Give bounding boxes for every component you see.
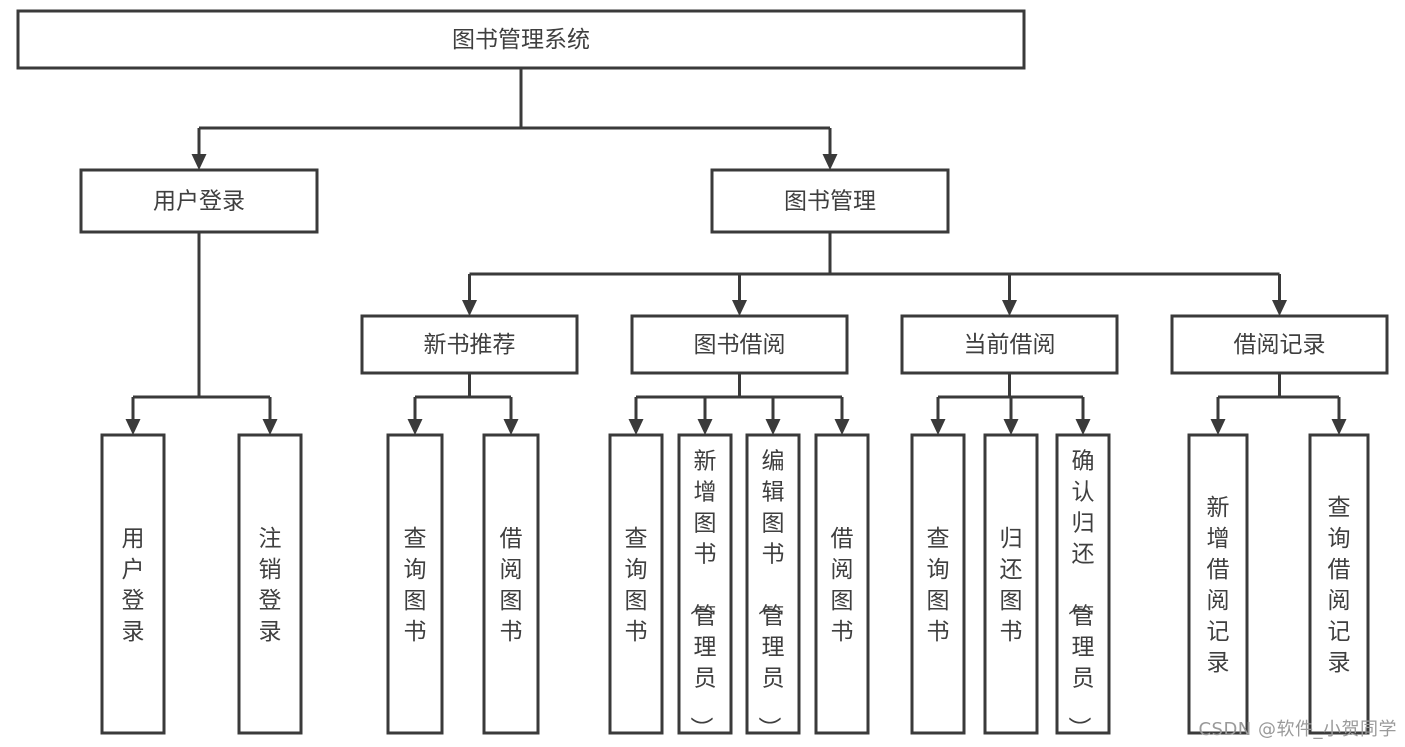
node-label-leaf-return-book: 归还图书 [1000,526,1023,645]
node-box-leaf-edit-book[interactable] [745,433,801,735]
node-new-book-rec[interactable]: 新书推荐 [360,314,579,375]
node-borrow-record[interactable]: 借阅记录 [1170,314,1389,375]
node-box-book-borrow[interactable] [630,314,849,375]
node-leaf-add-record[interactable]: 新增借阅记录 [1187,433,1249,735]
node-box-leaf-logout[interactable] [237,433,303,735]
node-label-leaf-query-book-3: 查询图书 [927,526,950,645]
node-box-current-borrow[interactable] [900,314,1119,375]
node-label-leaf-borrow-book-1: 借阅图书 [500,526,523,645]
node-leaf-return-book[interactable]: 归还图书 [983,433,1039,735]
node-leaf-query-book-1[interactable]: 查询图书 [386,433,444,735]
node-label-borrow-record: 借阅记录 [1234,332,1326,358]
node-leaf-edit-book[interactable]: 编辑图书（管理员） [745,433,801,740]
node-user-login[interactable]: 用户登录 [79,168,319,234]
node-label-leaf-user-login: 用户登录 [122,526,145,645]
node-label-current-borrow: 当前借阅 [964,332,1056,358]
node-box-leaf-borrow-book-2[interactable] [814,433,870,735]
node-label-leaf-add-record: 新增借阅记录 [1207,495,1230,676]
node-label-new-book-rec: 新书推荐 [424,332,516,358]
node-box-leaf-user-login[interactable] [100,433,166,735]
node-leaf-query-book-3[interactable]: 查询图书 [910,433,966,735]
node-label-leaf-add-book: 新增图书（管理员） [688,449,717,740]
node-label-leaf-borrow-book-2: 借阅图书 [831,526,854,645]
node-leaf-query-book-2[interactable]: 查询图书 [608,433,664,735]
node-label-leaf-edit-book: 编辑图书（管理员） [756,449,785,740]
node-box-leaf-query-book-2[interactable] [608,433,664,735]
connector-group-current-borrow [930,373,1091,435]
node-leaf-logout[interactable]: 注销登录 [237,433,303,735]
node-leaf-borrow-book-2[interactable]: 借阅图书 [814,433,870,735]
connector-group-borrow-record [1210,373,1347,435]
node-box-leaf-add-book[interactable] [677,433,733,735]
node-leaf-user-login[interactable]: 用户登录 [100,433,166,735]
node-box-leaf-query-book-3[interactable] [910,433,966,735]
node-layer: 图书管理系统用户登录图书管理新书推荐图书借阅当前借阅借阅记录用户登录注销登录查询… [16,9,1389,740]
node-box-leaf-add-record[interactable] [1187,433,1249,735]
node-box-leaf-return-book[interactable] [983,433,1039,735]
node-box-leaf-query-book-1[interactable] [386,433,444,735]
node-label-leaf-query-record: 查询借阅记录 [1328,495,1351,676]
node-root[interactable]: 图书管理系统 [16,9,1026,70]
node-box-leaf-confirm-return[interactable] [1055,433,1111,735]
node-label-book-borrow: 图书借阅 [694,332,786,358]
node-leaf-query-record[interactable]: 查询借阅记录 [1308,433,1370,735]
node-box-user-login[interactable] [79,168,319,234]
node-label-leaf-query-book-1: 查询图书 [404,526,427,645]
node-box-borrow-record[interactable] [1170,314,1389,375]
node-box-book-manage[interactable] [710,168,950,234]
node-current-borrow[interactable]: 当前借阅 [900,314,1119,375]
node-label-leaf-logout: 注销登录 [259,526,282,645]
connector-group-root [191,68,838,170]
node-leaf-add-book[interactable]: 新增图书（管理员） [677,433,733,740]
node-leaf-borrow-book-1[interactable]: 借阅图书 [482,433,540,735]
connector-group-user-login [125,232,278,435]
node-box-leaf-query-record[interactable] [1308,433,1370,735]
node-label-leaf-confirm-return: 确认归还（管理员） [1066,449,1095,740]
node-box-new-book-rec[interactable] [360,314,579,375]
node-label-book-manage: 图书管理 [784,189,876,215]
connector-group-book-manage [462,232,1287,316]
node-label-user-login: 用户登录 [153,189,245,215]
connector-group-book-borrow [628,373,850,435]
node-box-leaf-borrow-book-1[interactable] [482,433,540,735]
connector-group-new-book-rec [407,373,519,435]
node-box-root[interactable] [16,9,1026,70]
node-book-borrow[interactable]: 图书借阅 [630,314,849,375]
connector-layer [125,68,1347,435]
node-label-leaf-query-book-2: 查询图书 [625,526,648,645]
node-book-manage[interactable]: 图书管理 [710,168,950,234]
node-leaf-confirm-return[interactable]: 确认归还（管理员） [1055,433,1111,740]
node-label-root: 图书管理系统 [452,27,590,53]
